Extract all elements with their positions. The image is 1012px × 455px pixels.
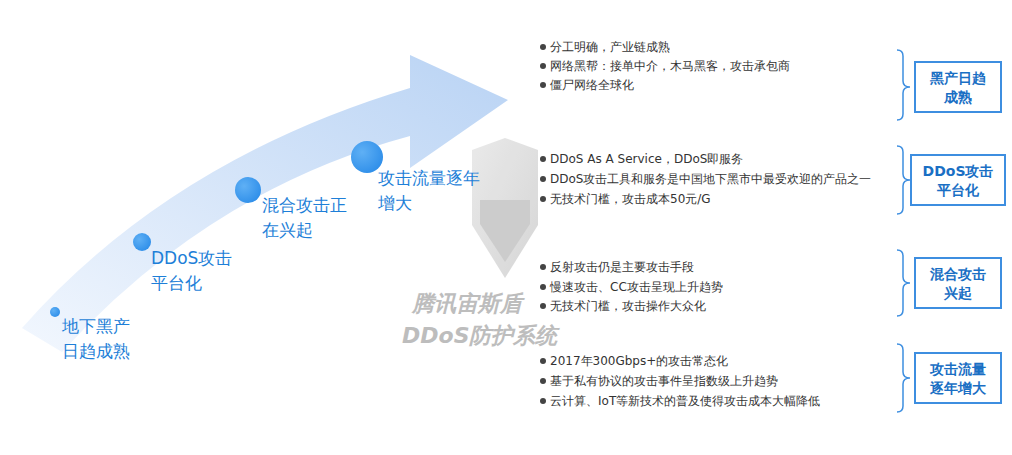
bullet-text-run: 网络黑帮：接单中介，木马黑客，攻击承包商 <box>550 59 790 73</box>
bullet-text-run: 腾讯宙斯盾 <box>412 291 522 316</box>
bullet-text-run: 慢速攻击、CC攻击呈现上升趋势 <box>550 280 723 294</box>
stage-label: 混合攻击正在兴起 <box>262 193 362 242</box>
bullet-text-run: 云计算、IoT等新技术的普及使得攻击成本大幅降低 <box>550 394 820 408</box>
stage-label: 地下黑产日趋成熟 <box>62 314 138 363</box>
bullet-item: 基于私有协议的攻击事件呈指数级上升趋势 <box>550 373 778 389</box>
bullet-dot <box>540 358 546 364</box>
bullet-item: 2017年300Gbps+的攻击常态化 <box>550 353 728 369</box>
bullet-item: DDoS As A Service，DDoS即服务 <box>550 151 743 167</box>
bullet-text-run: DDoS As A Service，DDoS即服务 <box>550 152 743 166</box>
bullet-dot <box>540 378 546 384</box>
summary-box: 黑产日趋成熟 <box>914 61 1002 113</box>
stage-label: 攻击流量逐年增大 <box>378 166 488 215</box>
bullet-dot <box>540 398 546 404</box>
bullet-text-run: 僵尸网络全球化 <box>550 78 634 92</box>
summary-text: DDoS攻击平台化 <box>922 162 994 200</box>
summary-text: 攻击流量逐年增大 <box>928 360 988 398</box>
bullet-item: 无技术门槛，攻击操作大众化 <box>550 298 706 314</box>
watermark-text: DDoS防护系统 <box>402 321 557 351</box>
bullet-text-run: 基于私有协议的攻击事件呈指数级上升趋势 <box>550 374 778 388</box>
bullet-item: 反射攻击仍是主要攻击手段 <box>550 259 694 275</box>
bullet-item: 无技术门槛，攻击成本50元/G <box>550 191 711 207</box>
summary-text: 黑产日趋成熟 <box>928 69 988 107</box>
bullet-dot <box>540 44 546 50</box>
bullet-dot <box>540 156 546 162</box>
summary-box: DDoS攻击平台化 <box>910 154 1006 206</box>
bullet-dot <box>540 63 546 69</box>
bullet-dot <box>540 284 546 290</box>
bullet-text-run: 无技术门槛，攻击成本50元/G <box>550 192 711 206</box>
stage-label: DDoS攻击平台化 <box>151 246 243 295</box>
bullet-item: 慢速攻击、CC攻击呈现上升趋势 <box>550 279 723 295</box>
bullet-text-run: DDoS攻击工具和服务是中国地下黑市中最受欢迎的产品之一 <box>550 172 871 186</box>
shield-logo <box>472 138 538 278</box>
summary-text: 混合攻击兴起 <box>928 265 988 303</box>
bullet-text-run: 无技术门槛，攻击操作大众化 <box>550 299 706 313</box>
bullet-text-run: 分工明确，产业链成熟 <box>550 40 670 54</box>
bullet-item: 网络黑帮：接单中介，木马黑客，攻击承包商 <box>550 58 790 74</box>
watermark-text: 腾讯宙斯盾 <box>412 289 522 319</box>
bullet-item: 僵尸网络全球化 <box>550 77 634 93</box>
bullet-text-run: 反射攻击仍是主要攻击手段 <box>550 260 694 274</box>
bullet-dot <box>540 82 546 88</box>
bullet-item: 分工明确，产业链成熟 <box>550 39 670 55</box>
bullet-item: 云计算、IoT等新技术的普及使得攻击成本大幅降低 <box>550 393 820 409</box>
stage-circle <box>133 233 151 251</box>
bullet-text-run: 2017年300Gbps+的攻击常态化 <box>550 354 728 368</box>
bullet-item: DDoS攻击工具和服务是中国地下黑市中最受欢迎的产品之一 <box>550 171 871 187</box>
summary-box: 混合攻击兴起 <box>914 257 1002 309</box>
bullet-dot <box>540 176 546 182</box>
bullet-dot <box>540 196 546 202</box>
stage-circle <box>235 177 261 203</box>
summary-box: 攻击流量逐年增大 <box>914 352 1002 404</box>
stage-circle <box>50 307 60 317</box>
bullet-dot <box>540 303 546 309</box>
bullet-text-run: DDoS防护系统 <box>402 323 557 348</box>
bracket <box>897 50 910 412</box>
bullet-dot <box>540 264 546 270</box>
